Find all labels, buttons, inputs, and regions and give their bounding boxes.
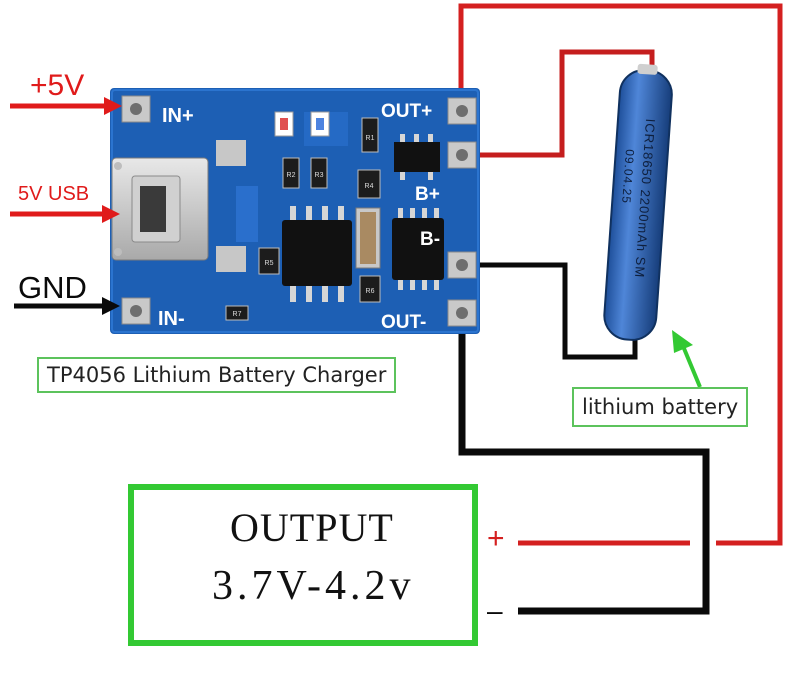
resistor: R2 [282, 157, 300, 189]
ic-chip-protection [394, 134, 440, 180]
battery-date-text: 09.04.25 [619, 149, 637, 205]
pad-out-plus [447, 97, 477, 125]
arrow-gnd [14, 297, 120, 315]
pin-label-in-plus: IN+ [162, 105, 194, 127]
battery-label: lithium battery [572, 387, 749, 427]
pad-b-minus [447, 251, 477, 279]
pin-label-out-plus: OUT+ [381, 101, 432, 122]
resistor: R3 [310, 157, 328, 189]
lithium-battery-cell: ICR18650 2200mAh SM 09.04.25 [603, 63, 673, 341]
b-plus-wire [465, 49, 655, 158]
pin-label-in-minus: IN- [158, 308, 185, 330]
pad-b-plus [447, 141, 477, 169]
label-gnd: GND [18, 270, 87, 305]
arrow-usb [10, 205, 120, 223]
output-box: OUTPUT 3.7V-4.2v [128, 484, 478, 646]
resistor: R1 [361, 117, 379, 153]
battery-pointer-arrow [672, 330, 702, 388]
pin-label-out-minus: OUT- [381, 312, 426, 333]
out-minus-wire [458, 316, 710, 615]
charger-label: TP4056 Lithium Battery Charger [37, 357, 397, 393]
svg-text:R6: R6 [366, 288, 375, 295]
resistor: R7 [225, 305, 249, 321]
label-5v-usb: 5V USB [18, 183, 89, 205]
svg-text:R1: R1 [366, 135, 375, 142]
svg-text:R2: R2 [287, 172, 296, 179]
svg-text:R5: R5 [265, 260, 274, 267]
resistor: R5 [258, 247, 280, 275]
pin-label-b-plus: B+ [415, 184, 440, 205]
output-title: OUTPUT [230, 505, 394, 550]
label-plus5v: +5V [30, 69, 84, 102]
micro-usb-connector [111, 157, 209, 261]
b-minus-wire [465, 262, 638, 360]
output-minus-sign: – [487, 595, 503, 626]
svg-text:R7: R7 [233, 311, 242, 318]
pin-label-b-minus: B- [420, 229, 440, 250]
tp4056-board: R1 R2 R3 R4 R5 R6 R7 [110, 88, 480, 334]
svg-text:R4: R4 [365, 183, 374, 190]
resistor: R4 [357, 169, 381, 199]
output-plus-sign: + [487, 522, 505, 555]
pad-out-minus [447, 299, 477, 327]
out-plus-wire [458, 3, 783, 546]
output-voltage-range: 3.7V-4.2v [212, 563, 415, 609]
ic-chip-mosfet [392, 208, 444, 290]
led-red [274, 111, 294, 137]
led-blue [310, 111, 330, 137]
pad-in-minus [121, 297, 151, 325]
arrow-plus5v [10, 97, 122, 115]
resistor: R6 [359, 275, 381, 303]
pad-in-plus [121, 95, 151, 123]
capacitor [355, 207, 381, 269]
ic-chip-main [282, 206, 352, 302]
svg-text:R3: R3 [315, 172, 324, 179]
